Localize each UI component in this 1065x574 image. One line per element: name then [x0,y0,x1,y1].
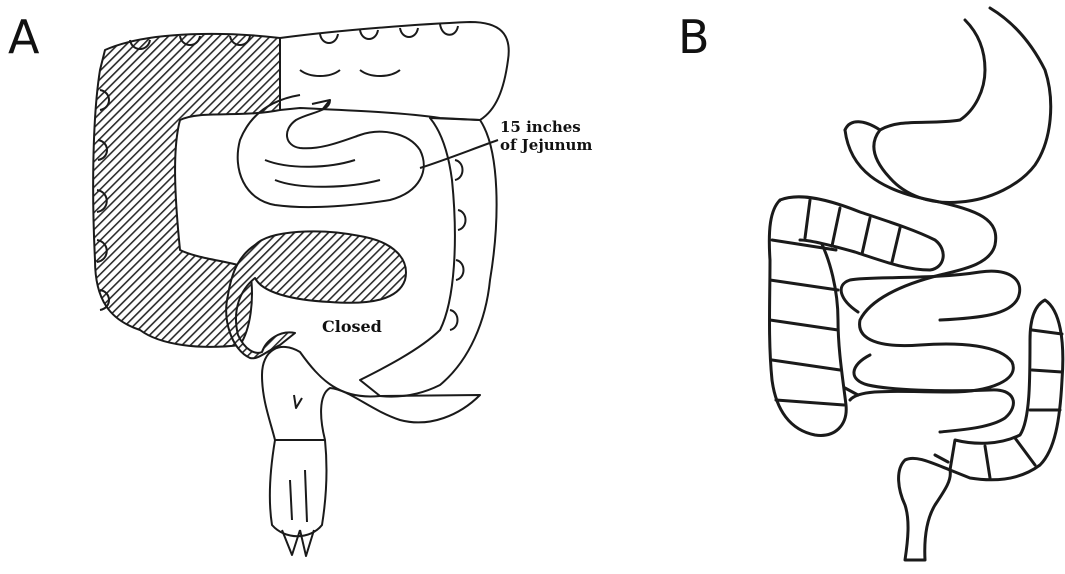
closed-segment-hatched [226,231,406,358]
rectum-b [899,458,951,560]
anastomosis-mark [845,388,948,462]
transverse-colon-haustra [300,24,458,76]
stomach [874,8,1051,203]
jejunum-annotation: 15 inches of Jejunum [500,118,592,154]
jejunum-leader [420,140,498,168]
rectum-folds [282,470,314,556]
jejunum-annotation-line2: of Jejunum [500,136,592,154]
sigmoid-colon [262,347,480,440]
small-intestine-inner [841,271,1020,432]
stomach-pylorus [845,122,880,130]
panel-b-diagram [769,8,1063,560]
transverse-colon [280,22,509,120]
jejunum-annotation-line1: 15 inches [500,118,592,136]
panel-a-diagram [93,22,509,556]
rectum [270,440,327,536]
closed-annotation: Closed [322,318,382,336]
jejunum-inner [265,160,380,187]
ascending-colon-hatched [93,34,280,347]
